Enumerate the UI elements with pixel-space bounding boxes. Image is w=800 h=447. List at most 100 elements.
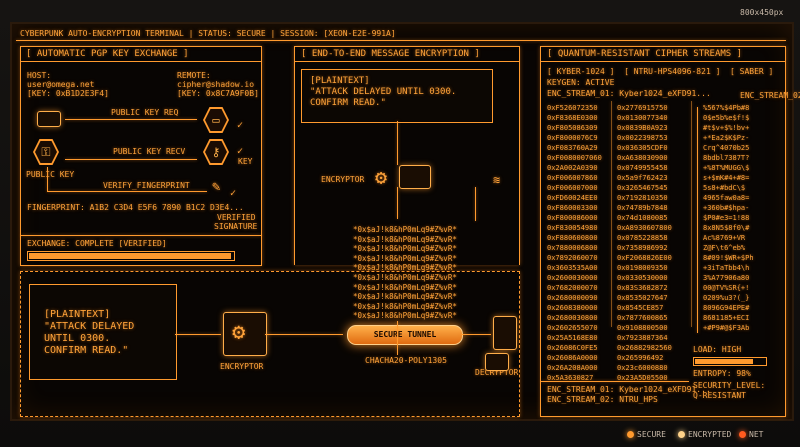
encrypted-led-icon [678,431,685,438]
quantum-panel-title: [ QUANTUM-RESISTANT CIPHER STREAMS ] [547,49,743,59]
host-laptop-icon [37,111,61,127]
stream-value: 0$e5b%e$f!$ [703,114,750,122]
pipeline-plaintext-l1: [PLAINTEXT] [44,309,111,320]
e2e-plaintext-l1: [PLAINTEXT] [310,76,370,86]
stream-value: 0xF860003300 [547,204,598,212]
stream1-top: ENC_STREAM_01: Kyber1024_eXFD91... [547,89,711,98]
decryptor-document-icon [493,316,517,350]
keygen-status: KEYGEN: ACTIVE [547,78,615,87]
load-label: LOAD: HIGH [693,345,742,354]
check-icon-2: ✓ [237,146,244,157]
check-icon: ✓ [237,120,244,131]
ciphertext-line: *0x$aJ!k8&hP0mLq9#Z%vR* [353,263,457,273]
secure-tunnel: SECURE TUNNEL [347,325,463,345]
stream-value: 0xF083760A29 [547,144,598,152]
stream-value: 5s8+#bdC\$ [703,184,746,192]
exchange-progress-bar [27,251,235,261]
stream-value: 0xF0080007060 [547,154,602,162]
public-key-req-label: PUBLIC KEY REQ [111,108,179,117]
stream-value: 0xF800086000 [547,214,598,222]
stream-value: 0x5a9f762423 [617,174,668,182]
e2e-panel-title: [ END-TO-END MESSAGE ENCRYPTION ] [301,49,480,59]
stream-value: 0x265996492 [617,354,664,362]
e2e-branch-line [475,187,476,221]
terminal-title: CYBERPUNK AUTO-ENCRYPTION TERMINAL | STA… [20,29,396,38]
pipeline-encryptor-gear-icon: ⚙ [223,312,267,356]
stream-value: 0x2776915750 [617,104,668,112]
terminal-screen: CYBERPUNK AUTO-ENCRYPTION TERMINAL | STA… [10,22,800,421]
verify-fingerprint-label: VERIFY_FINGERPRINT [103,181,190,190]
e2e-folder-icon [399,165,431,189]
e2e-panel: [ END-TO-END MESSAGE ENCRYPTION ] [PLAIN… [294,46,520,371]
stream-value: 3%A77906a80 [703,274,750,282]
stream-value: 0x0839B0A923 [617,124,668,132]
signature-label: SIGNATURE [214,222,258,231]
stream-value: 0x74789b7848 [617,204,668,212]
stream-value: 0209%u3?(_} [703,294,750,302]
stream-value: 0x2600030000 [547,274,598,282]
stream-value: +%8T%MUGG\$ [703,164,750,172]
stream-value: Ac%8769+VR [703,234,746,242]
stream-value: 0xFD60024EE0 [547,194,598,202]
stream-value: +*Ea2$K$Pz- [703,134,750,142]
pipeline-panel: [PLAINTEXT] "ATTACK DELAYED UNTIL 0300. … [20,271,520,417]
public-key-recv-label: PUBLIC KEY RECV [113,147,186,156]
stream-value: 00@TV%SR{+! [703,284,750,292]
verify-arrow [47,191,207,192]
quantum-panel-header [541,47,785,62]
stream-value: 0x26882982560 [617,344,672,352]
stream-value: 0xF805086309 [547,124,598,132]
stream-value: 0xF006007000 [547,184,598,192]
key-req-arrow [65,119,197,120]
signature-check-icon: ✓ [230,188,237,199]
stream-value: #t$v+$%!bv+ [703,124,750,132]
remote-label: REMOTE: [177,71,211,80]
security-level-value: Q-RESISTANT [693,391,746,400]
cipher-suite-label: CHACHA20-POLY1305 [365,356,447,365]
stream-value: 0xF006007860 [547,174,598,182]
stream-value: 0x3603535A00 [547,264,598,272]
ciphertext-line: *0x$aJ!k8&hP0mLq9#Z%vR* [353,282,457,292]
stream-scrollbar-track[interactable] [697,107,698,333]
stream-value: 0x0330530000 [617,274,668,282]
stream-value: 8x8N5$8f0\# [703,224,750,232]
secure-led-label: SECURE [637,430,666,439]
stream-value: 0xF8000076C9 [547,134,598,142]
stream-value: 0x2A002A0390 [547,164,598,172]
stream-value: 0xA638030900 [617,154,668,162]
stream-value: 0x7923887364 [617,334,668,342]
ciphertext-line: *0x$aJ!k8&hP0mLq9#Z%vR* [353,292,457,302]
stream-value: 0x8545CE857 [617,304,664,312]
pipeline-arrow-3 [461,334,491,335]
decryptor-label: DECRYPTOR [475,368,519,377]
stream-value: 0x2680000090 [547,294,598,302]
e2e-plaintext-l3: CONFIRM READ." [310,98,386,108]
host-key: [KEY: 0xB1D2E3F4] [27,89,109,98]
stream-value: 0x7880006800 [547,244,598,252]
pipeline-plaintext-l4: CONFIRM READ." [44,345,129,356]
ciphertext-line: *0x$aJ!k8&hP0mLq9#Z%vR* [353,311,457,321]
stream-value: 0x2602655070 [547,324,598,332]
stream-value: 0x0749955458 [617,164,668,172]
stream-value: 0xF830054980 [547,224,598,232]
host-user: user@omega.net [27,80,95,89]
pipeline-plaintext-l2: "ATTACK DELAYED [44,321,135,332]
exchange-divider [21,235,261,236]
stream-value: 0x0130077340 [617,114,668,122]
stream-value: 0x26A208A000 [547,364,598,372]
stream-value: Z@F\t6^eb% [703,244,746,252]
secure-led-icon [627,431,634,438]
stream-value: 0xF526072350 [547,104,598,112]
stream-value: $P0#e3=1!88 [703,214,750,222]
stream-value: 0x9108800500 [617,324,668,332]
stream-value: 0x23A5D05500 [617,374,668,382]
stream-value: 0x2680030800 [547,314,598,322]
stream2-bottom: ENC_STREAM_02: NTRU_HPS [547,395,658,404]
pgp-exchange-panel: [ AUTOMATIC PGP KEY EXCHANGE ] HOST: use… [20,46,262,266]
quantum-panel: [ QUANTUM-RESISTANT CIPHER STREAMS ] [ K… [540,46,800,417]
entropy-label: ENTROPY: 98% [693,369,751,378]
load-bar-fill [695,359,753,364]
streams-bottom-divider [541,381,689,382]
stream-value: 0x3265467545 [617,184,668,192]
stream-value: 0xF880600800 [547,234,598,242]
